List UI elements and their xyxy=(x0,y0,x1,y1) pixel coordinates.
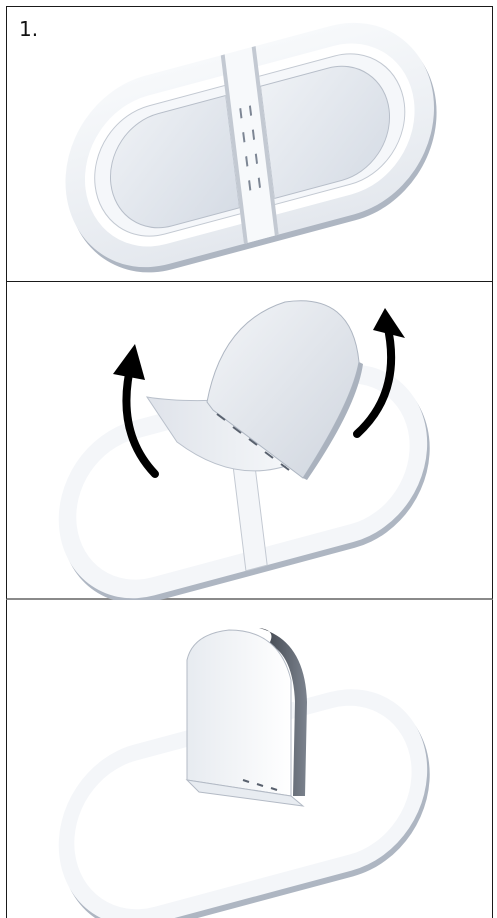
step-3-panel xyxy=(6,600,493,918)
step-2-panel xyxy=(6,282,493,600)
upright-illustration xyxy=(7,600,494,918)
step-1-panel: 1. xyxy=(6,6,493,282)
folding-illustration xyxy=(7,282,494,600)
flat-frame-illustration xyxy=(7,7,494,283)
standing-d-panel xyxy=(187,630,291,796)
